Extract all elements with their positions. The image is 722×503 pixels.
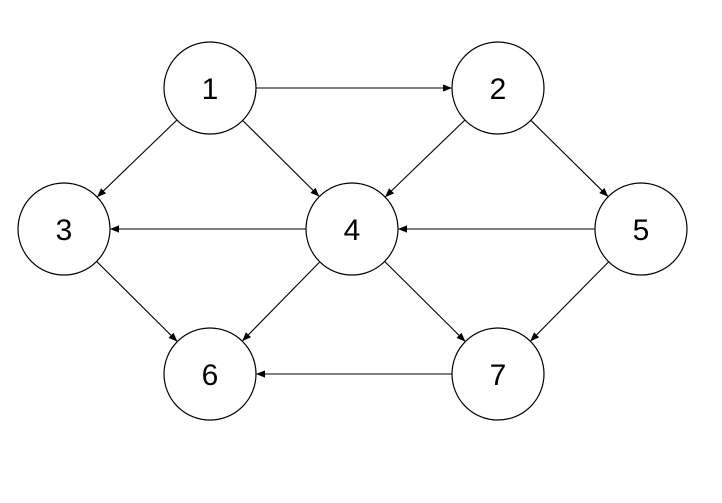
node-1: 1 <box>163 41 257 135</box>
node-circle <box>305 182 399 276</box>
edge-4-to-7 <box>384 261 466 342</box>
node-circle <box>451 327 545 421</box>
node-label: 4 <box>344 214 361 247</box>
node-label: 7 <box>490 359 507 392</box>
node-7: 7 <box>451 327 545 421</box>
node-circle <box>163 327 257 421</box>
node-label: 2 <box>490 73 507 106</box>
node-circle <box>594 182 688 276</box>
edge-4-to-6 <box>241 261 321 342</box>
edge-2-to-4 <box>384 119 466 198</box>
node-3: 3 <box>17 182 111 276</box>
edge-5-to-7 <box>529 261 610 342</box>
node-label: 3 <box>56 214 73 247</box>
node-6: 6 <box>163 327 257 421</box>
node-circle <box>451 41 545 135</box>
node-5: 5 <box>594 182 688 276</box>
edges-layer <box>96 84 610 378</box>
node-label: 5 <box>633 214 650 247</box>
node-4: 4 <box>305 182 399 276</box>
node-2: 2 <box>451 41 545 135</box>
node-label: 1 <box>202 73 219 106</box>
nodes-layer: 1 2 3 4 5 6 7 <box>17 41 688 421</box>
node-circle <box>163 41 257 135</box>
edge-3-to-6 <box>96 261 178 342</box>
edge-2-to-5 <box>530 119 609 198</box>
edge-1-to-4 <box>242 120 320 197</box>
node-circle <box>17 182 111 276</box>
edge-1-to-3 <box>96 119 178 198</box>
node-label: 6 <box>202 359 219 392</box>
